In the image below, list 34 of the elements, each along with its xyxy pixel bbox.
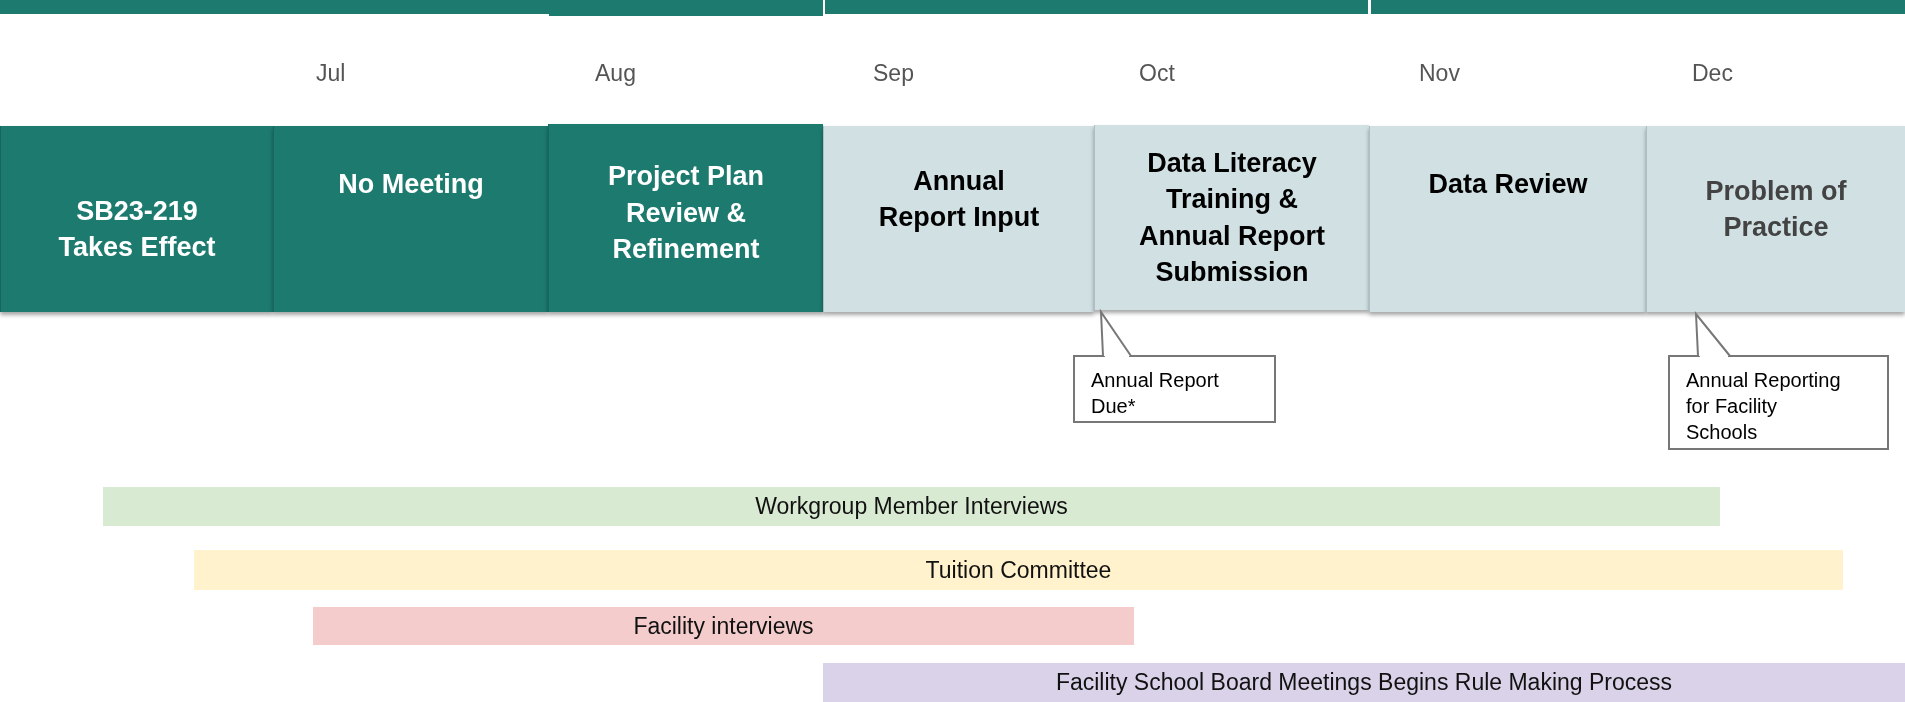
node-text: Project Plan Review & Refinement	[606, 160, 766, 267]
node-text: Workgroup Member Interviews	[755, 493, 1068, 520]
month-label: Nov	[1419, 60, 1460, 87]
phase-box	[823, 126, 1094, 312]
node-text: Data Literacy Training & Annual Report Submission	[1138, 146, 1326, 289]
phase-box	[1369, 126, 1646, 312]
phase-box	[1646, 126, 1905, 312]
node-text: Annual Report Input	[877, 164, 1041, 234]
node-text: Annual Reporting for Facility Schools	[1686, 368, 1842, 445]
month-label: Sep	[873, 60, 914, 87]
month-label: Oct	[1139, 60, 1175, 87]
phase-box	[548, 124, 823, 312]
node-text: Facility interviews	[633, 612, 814, 640]
node-text: Tuition Committee	[925, 556, 1112, 584]
timeline-bar	[823, 663, 1905, 702]
node-text: Facility School Board Meetings Begins Rule Making Process	[1055, 669, 1673, 696]
phase-box	[273, 126, 548, 312]
node-text: Annual Report Due*	[1091, 368, 1220, 419]
month-label: Dec	[1692, 60, 1733, 87]
node-text: Data Review	[1428, 167, 1588, 201]
timeline-bar	[313, 607, 1134, 645]
month-label: Jul	[316, 60, 346, 87]
phase-box	[0, 126, 273, 312]
callout-box	[1073, 355, 1276, 423]
callout-box	[1668, 355, 1889, 450]
node-text: Problem of Practice	[1704, 174, 1848, 244]
callout-pointer	[1099, 308, 1132, 357]
timeline-bar	[103, 487, 1720, 526]
node-text: No Meeting	[338, 167, 484, 201]
month-label: Aug	[595, 60, 636, 87]
callout-pointer	[1694, 311, 1731, 357]
timeline-bar	[194, 550, 1843, 590]
phase-box	[1094, 125, 1369, 310]
node-text: SB23-219 Takes Effect	[57, 194, 217, 264]
